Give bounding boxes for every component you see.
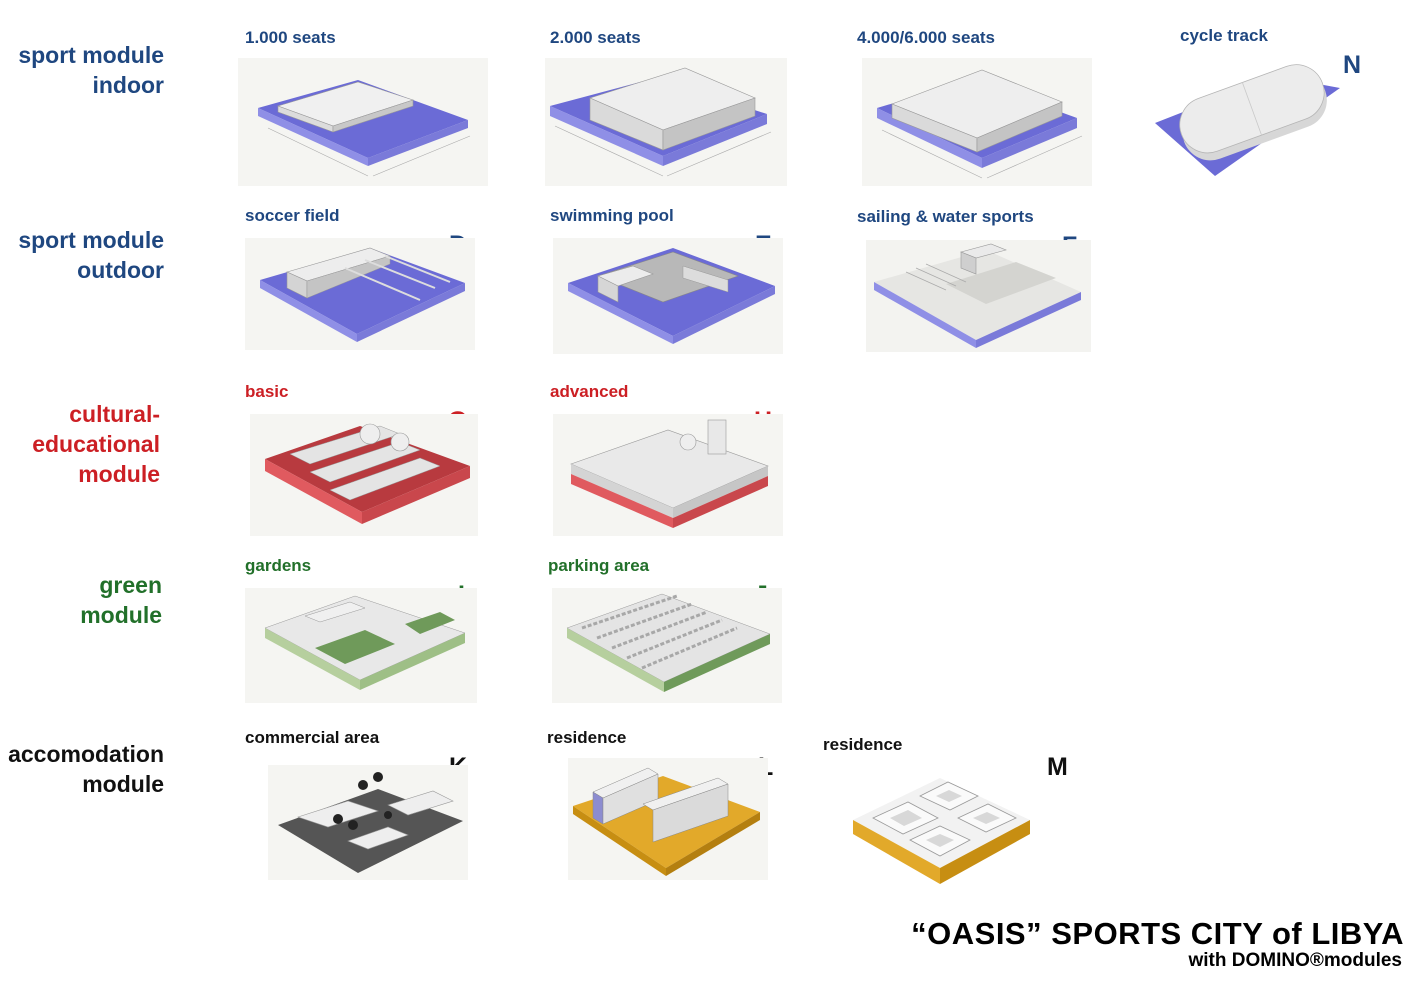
module-m-illustration [848, 768, 1038, 893]
row-label-line: sport module [18, 42, 164, 68]
module-e-illustration [553, 238, 783, 354]
footer-subtitle: with DOMINO®modules [1188, 950, 1403, 971]
module-letter-m: M [1047, 753, 1068, 781]
row-label-line: green [99, 572, 162, 598]
row-label-sport-indoor: sport module indoor [18, 40, 164, 100]
module-h-illustration [553, 414, 783, 536]
module-k-illustration [268, 765, 468, 880]
row-label-accommodation: accomodation module [8, 739, 164, 799]
footer-title: “OASIS” SPORTS CITY of LIBYA [911, 916, 1404, 951]
row-label-line: cultural- [69, 401, 160, 427]
row-label-line: educational [32, 431, 160, 457]
module-c-illustration [862, 58, 1092, 186]
module-caption-m: residence [823, 735, 903, 754]
module-g-illustration [250, 414, 478, 536]
module-n-illustration [1150, 58, 1345, 180]
module-i-illustration [245, 588, 477, 703]
module-caption-f: sailing & water sports [857, 207, 1034, 226]
module-caption-c: 4.000/6.000 seats [857, 28, 996, 47]
row-label-sport-outdoor: sport module outdoor [18, 225, 164, 285]
row-label-cultural: cultural- educational module [32, 399, 160, 489]
module-caption-a: 1.000 seats [245, 28, 336, 47]
module-caption-k: commercial area [245, 728, 380, 747]
module-caption-l: residence [547, 728, 627, 747]
module-caption-b: 2.000 seats [550, 28, 641, 47]
module-a-illustration [238, 58, 488, 186]
row-label-line: module [78, 461, 160, 487]
row-label-line: module [82, 771, 164, 797]
module-caption-j: parking area [548, 556, 650, 575]
module-caption-i: gardens [245, 556, 312, 575]
module-caption-g: basic [245, 382, 289, 401]
module-caption-n: cycle track [1180, 26, 1268, 45]
row-label-line: sport module [18, 227, 164, 253]
row-label-line: module [80, 602, 162, 628]
module-f-illustration [866, 240, 1091, 352]
row-label-line: indoor [92, 72, 164, 98]
module-b-illustration [545, 58, 787, 186]
row-label-line: outdoor [77, 257, 164, 283]
module-caption-h: advanced [550, 382, 629, 401]
module-caption-d: soccer field [245, 206, 340, 225]
module-l-illustration [568, 758, 768, 880]
module-letter-n: N [1343, 51, 1362, 79]
row-label-line: accomodation [8, 741, 164, 767]
module-d-illustration [245, 238, 475, 350]
module-caption-e: swimming pool [550, 206, 674, 225]
module-j-illustration [552, 588, 782, 703]
row-label-green: green module [80, 570, 162, 630]
